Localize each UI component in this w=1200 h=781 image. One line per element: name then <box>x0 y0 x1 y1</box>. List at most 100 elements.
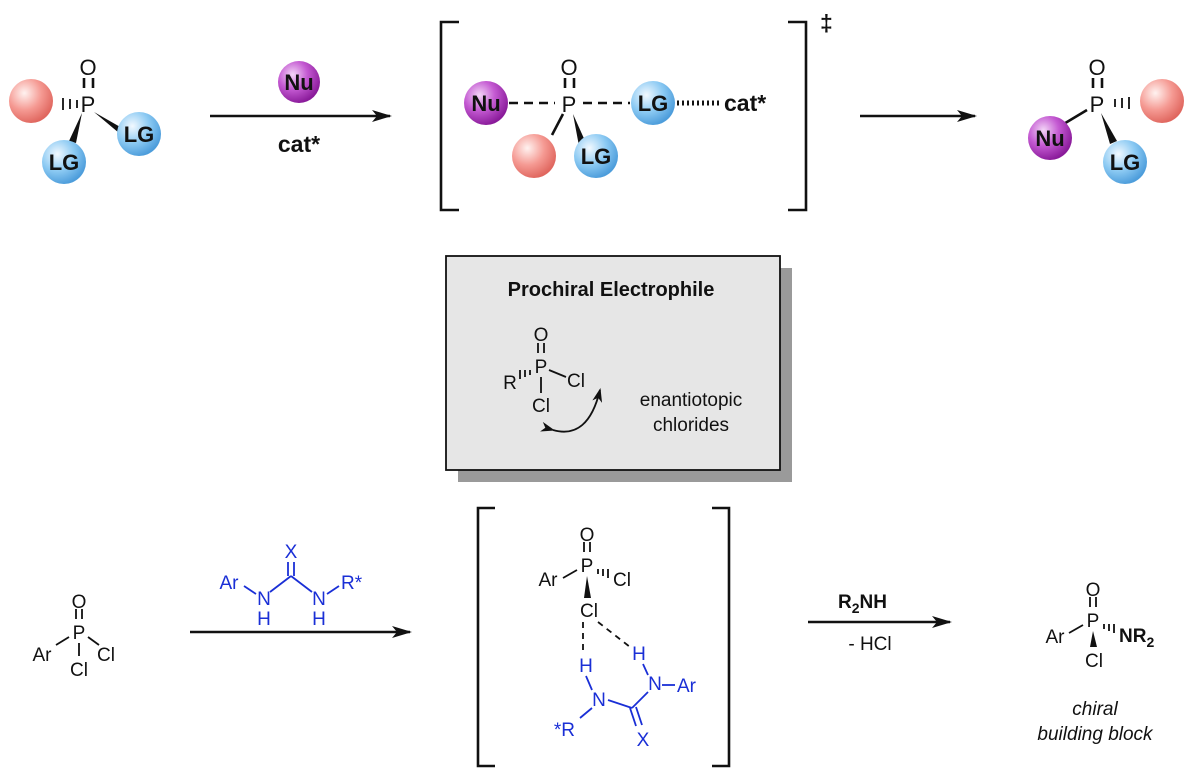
catalyst-aryl-label: Ar <box>220 573 240 594</box>
hashed-bond <box>1114 97 1130 109</box>
chloride-label-b: Cl <box>580 601 598 622</box>
catalyst-n-label-b: N <box>312 589 326 610</box>
catalyst-label: cat* <box>724 90 766 116</box>
phosphorus-atom: P <box>73 623 86 644</box>
oxygen-atom: O <box>1088 55 1105 80</box>
prochiral-electrophile-box: Prochiral Electrophile O P R Cl Cl enant… <box>445 255 792 482</box>
bottom-product: O P Ar NR2 Cl chiral building block <box>1037 580 1154 745</box>
hashed-bond <box>62 98 78 110</box>
chloride-label-a: Cl <box>97 645 115 666</box>
hashed-bond <box>1103 624 1115 633</box>
chlorides-label: chlorides <box>653 415 729 436</box>
phosphorus-atom: P <box>535 357 548 378</box>
bond-to-substituent <box>550 113 565 136</box>
bond-n-r <box>579 707 593 719</box>
left-bracket <box>439 20 459 212</box>
aryl-label: Ar <box>33 645 53 666</box>
chloride-label-b: Cl <box>532 396 550 417</box>
nucleophile-ball <box>278 61 320 103</box>
bottom-arrow-2-group: R2NH - HCl <box>808 592 952 655</box>
wedge-bond <box>573 114 586 146</box>
wedge-bond <box>584 576 591 598</box>
bond-to-aryl <box>1068 624 1084 634</box>
top-product: O P Nu LG <box>1028 55 1184 184</box>
catalyst-r-label: R* <box>341 573 363 594</box>
bond-to-chloride-a <box>87 636 100 646</box>
aryl-label: Ar <box>1046 627 1066 648</box>
oxygen-atom: O <box>534 325 549 346</box>
bond-n-aryl <box>243 585 257 595</box>
r-group-label: R <box>503 373 517 394</box>
aryl-label: Ar <box>539 570 559 591</box>
nucleophile-label: Nu <box>471 91 500 116</box>
leaving-group-label-b: LG <box>581 144 612 169</box>
leaving-group-label-a: LG <box>638 91 669 116</box>
leaving-group-label-b: LG <box>49 150 80 175</box>
hbond-complex: O P Ar Cl Cl H H N N X Ar *R <box>476 506 731 768</box>
bond-n-r <box>326 585 340 595</box>
top-reactant: O P LG LG <box>9 55 161 184</box>
phosphorus-atom: P <box>562 92 577 117</box>
chloride-label: Cl <box>1085 651 1103 672</box>
hbond-catalyst: X N H N H Ar R* <box>220 542 363 630</box>
box-panel <box>445 255 781 471</box>
exchange-arrow <box>540 388 603 433</box>
phosphorus-atom: P <box>1090 92 1105 117</box>
box-title: Prochiral Electrophile <box>508 279 715 301</box>
bond-h-n-a <box>585 675 593 691</box>
substituent-red-ball <box>9 79 53 123</box>
bottom-substrate: O P Ar Cl Cl <box>33 592 115 681</box>
complex-aryl-label: Ar <box>677 676 697 697</box>
bond-h-n-b <box>642 663 649 676</box>
leaving-group-ball-a <box>631 81 675 125</box>
phosphorus-atom: P <box>1087 611 1100 632</box>
bond-c-n-a <box>269 575 292 593</box>
oxygen-atom: O <box>72 592 87 613</box>
complex-x-label: X <box>637 730 650 751</box>
hashed-bond <box>597 569 609 578</box>
hashed-bond <box>519 370 531 379</box>
bond-to-aryl <box>562 569 578 579</box>
transition-state: ‡ O P Nu LG cat* LG <box>439 10 833 212</box>
leaving-group-ball-a <box>117 112 161 156</box>
enantiotopic-label: enantiotopic <box>640 390 742 411</box>
substituent-red-ball <box>512 134 556 178</box>
product-caption-line2: building block <box>1037 724 1154 745</box>
bond-to-nucleophile <box>1061 108 1088 127</box>
oxygen-atom: O <box>560 55 577 80</box>
left-bracket <box>476 506 495 768</box>
oxygen-atom: O <box>580 525 595 546</box>
cx-double-bond-b <box>635 706 643 726</box>
leaving-group-label: LG <box>1110 150 1141 175</box>
nucleophile-label: Nu <box>1035 126 1064 151</box>
nucleophile-ball <box>464 81 508 125</box>
nucleophile-ball <box>1028 116 1072 160</box>
leaving-group-ball-b <box>42 140 86 184</box>
complex-h-label-a: H <box>579 656 593 677</box>
nucleophile-label: Nu <box>284 70 313 95</box>
substituent-red-ball <box>1140 79 1184 123</box>
cx-double-bond-a <box>629 707 637 727</box>
wedge-bond <box>69 113 82 143</box>
wedge-bond <box>1090 631 1097 647</box>
wedge-bond <box>1101 113 1117 144</box>
complex-r-label: *R <box>554 720 575 741</box>
catalyst-n-label-a: N <box>257 589 271 610</box>
catalyst-label: cat* <box>278 131 320 157</box>
catalyst-h-label-b: H <box>312 609 326 630</box>
oxygen-atom: O <box>1086 580 1101 601</box>
amine-substituent: NR2 <box>1119 626 1154 650</box>
amine-reagent: R2NH <box>838 592 887 616</box>
catalyst-x-label: X <box>285 542 298 563</box>
complex-h-label-b: H <box>632 644 646 665</box>
phosphorus-atom: P <box>81 92 96 117</box>
right-bracket <box>788 20 808 212</box>
right-bracket <box>712 506 731 768</box>
double-dagger: ‡ <box>820 10 833 36</box>
bond-n-c-a <box>607 699 633 709</box>
bond-to-aryl <box>55 636 70 646</box>
chloride-label-a: Cl <box>567 371 585 392</box>
leaving-group-ball <box>1103 140 1147 184</box>
complex-n-label-b: N <box>648 674 662 695</box>
top-arrow-1: Nu cat* <box>210 61 392 157</box>
